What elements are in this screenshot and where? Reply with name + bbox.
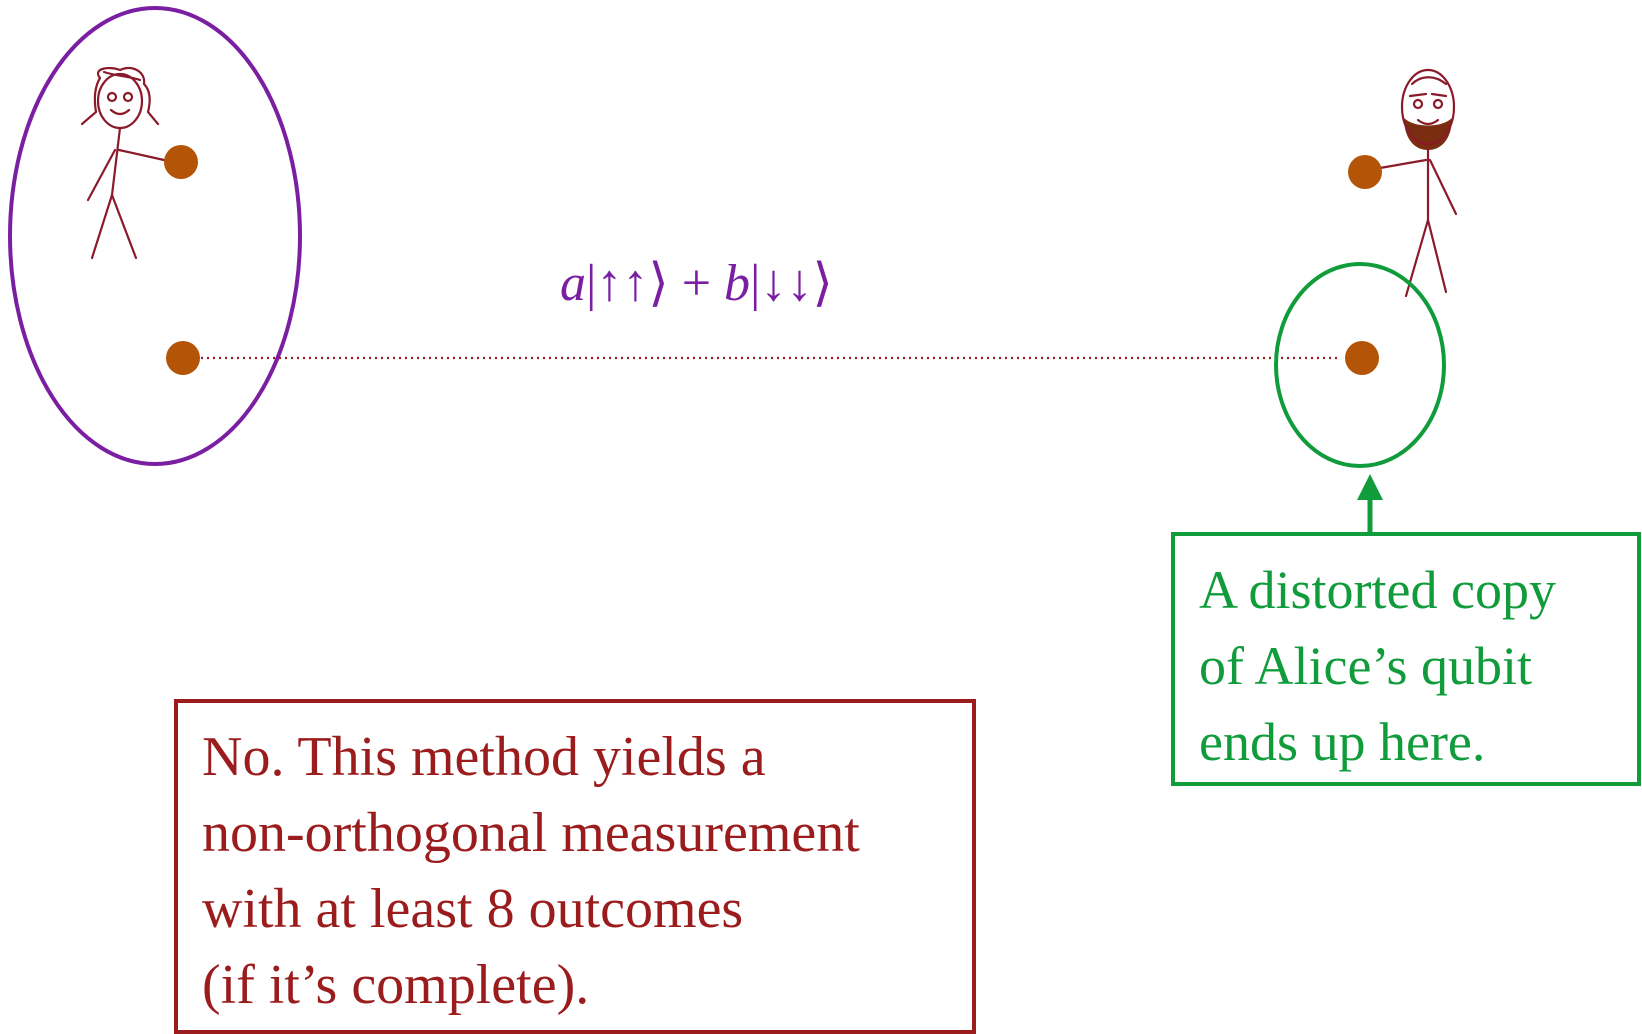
bob-held-qubit [1348, 155, 1382, 189]
copy-note-line-2: of Alice’s qubit [1199, 636, 1532, 696]
answer-note-box: No. This method yields a non-orthogonal … [174, 699, 976, 1034]
answer-note-line-4: (if it’s complete). [202, 954, 590, 1016]
answer-note-line-3: with at least 8 outcomes [202, 878, 744, 940]
copy-note-line-3: ends up here. [1199, 712, 1486, 772]
copy-location-circle [1274, 262, 1446, 468]
bob-stick-figure-icon [1378, 68, 1458, 298]
copy-arrow-head [1357, 474, 1383, 500]
bob-entangled-qubit [1345, 341, 1379, 375]
up-up-ket: |↑↑⟩ [586, 255, 669, 312]
bob-beard [1404, 118, 1452, 150]
copy-note-box: A distorted copy of Alice’s qubit ends u… [1171, 532, 1641, 786]
answer-note-line-1: No. This method yields a [202, 726, 766, 788]
coefficient-b: b [724, 255, 751, 312]
alice-system-ellipse [8, 6, 302, 466]
answer-note-line-2: non-orthogonal measurement [202, 802, 860, 864]
copy-note-line-1: A distorted copy [1199, 560, 1556, 620]
alice-stick-figure-icon [80, 66, 166, 260]
down-down-ket: |↓↓⟩ [750, 255, 833, 312]
alice-entangled-qubit [166, 341, 200, 375]
alice-held-qubit [164, 145, 198, 179]
plus-sign: + [681, 255, 712, 312]
entangled-state-label: a|↑↑⟩ + b|↓↓⟩ [560, 258, 833, 310]
coefficient-a: a [560, 255, 586, 312]
